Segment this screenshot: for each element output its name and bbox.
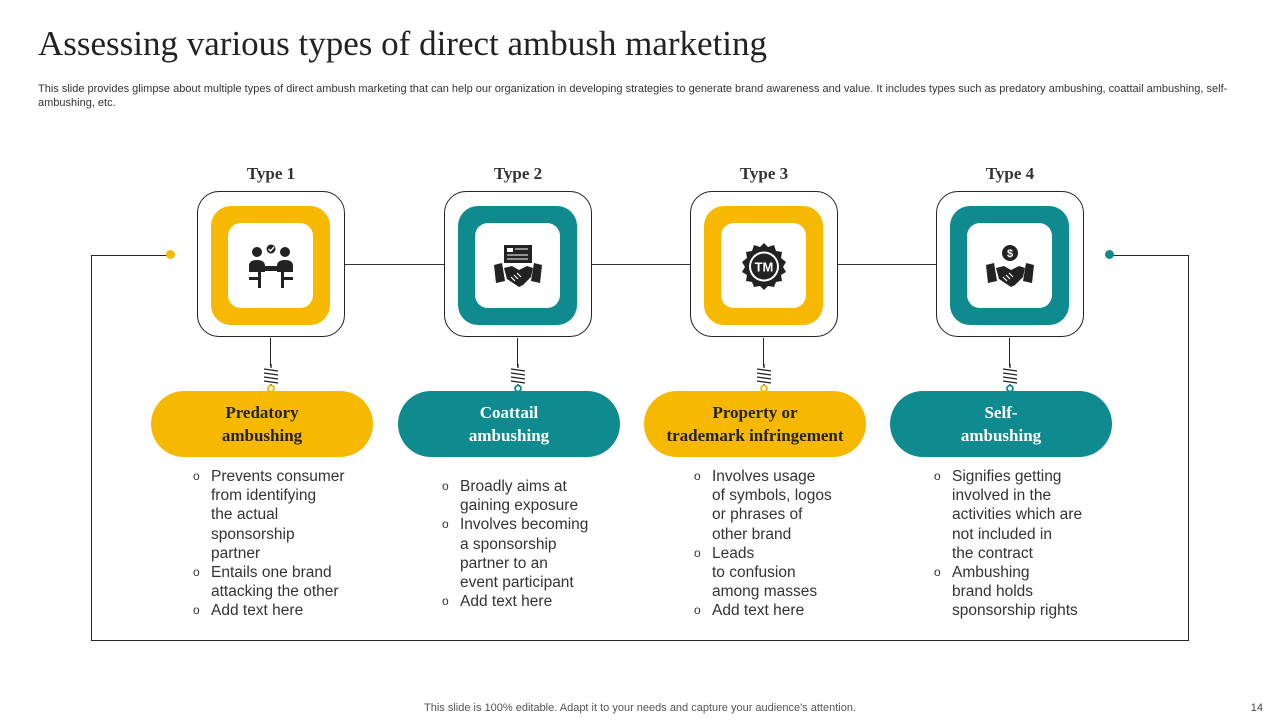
trademark-badge-icon: TM bbox=[741, 242, 786, 290]
bullet-line: to confusion bbox=[712, 564, 796, 582]
type-name-pill: Predatory ambushing bbox=[151, 391, 373, 457]
bullet-line: or phrases of bbox=[712, 506, 803, 524]
tile-color-block bbox=[211, 206, 330, 325]
bullet-line: Involves usage bbox=[712, 468, 816, 485]
right-connector-dot bbox=[1105, 250, 1114, 259]
svg-text:TM: TM bbox=[754, 259, 773, 274]
slide-subtitle: This slide provides glimpse about multip… bbox=[38, 83, 1228, 109]
bullet-item: o Add text here bbox=[193, 601, 345, 620]
bullet-line: Entails one brand bbox=[211, 564, 332, 582]
meeting-table-icon bbox=[248, 244, 293, 288]
bullet-line: among masses bbox=[712, 583, 818, 601]
slide-footer: This slide is 100% editable. Adapt it to… bbox=[424, 702, 856, 714]
type-name-pill: Property or trademark infringement bbox=[644, 391, 866, 457]
bullet-line: Involves becoming bbox=[460, 516, 589, 534]
bullet-line: involved in the bbox=[952, 487, 1052, 505]
spring-connector-icon bbox=[1002, 364, 1018, 392]
bullet-line: partner to an bbox=[460, 554, 548, 572]
bullet-item: o Ambushing brand holds sponsorship righ… bbox=[934, 563, 1082, 621]
bullet-line: Leads bbox=[712, 544, 755, 562]
type-label: Type 4 bbox=[985, 164, 1035, 183]
bullet-line: Add text here bbox=[211, 602, 304, 620]
bullet-item: o Entails one brand attacking the other bbox=[193, 563, 345, 601]
bullet-line: Prevents consumer bbox=[211, 468, 345, 485]
bullet-line: attacking the other bbox=[211, 583, 339, 601]
bullet-item: o Add text here bbox=[694, 601, 832, 620]
bullet-line: sponsorship rights bbox=[952, 602, 1078, 620]
type-tile bbox=[197, 191, 345, 337]
tiles-connector-line bbox=[345, 264, 937, 265]
frame-top-left-line bbox=[91, 255, 170, 256]
tile-stem bbox=[1009, 338, 1010, 366]
bullet-line: from identifying bbox=[211, 487, 317, 505]
spring-connector-icon bbox=[263, 364, 279, 392]
type-label: Type 2 bbox=[493, 164, 543, 183]
handshake-contract-icon bbox=[493, 244, 542, 287]
left-connector-dot bbox=[166, 250, 175, 259]
bullet-line: the contract bbox=[952, 544, 1033, 562]
bullet-item: o Involves usage of symbols, logos or ph… bbox=[694, 468, 832, 543]
type-4-bullets: o Signifies getting involved in the acti… bbox=[934, 467, 1082, 621]
bullet-line: other brand bbox=[712, 525, 792, 543]
tile-stem bbox=[270, 338, 271, 366]
bullet-item: o Prevents consumer from identifying the… bbox=[193, 468, 345, 562]
spring-connector-icon bbox=[756, 364, 772, 392]
bullet-line: Broadly aims at bbox=[460, 478, 567, 495]
bullet-line: brand holds bbox=[952, 583, 1034, 601]
bullet-line: the actual bbox=[211, 506, 279, 524]
spring-connector-icon bbox=[510, 364, 526, 392]
bullet-item: o Involves becoming a sponsorship partne… bbox=[442, 516, 589, 592]
bullet-line: Add text here bbox=[460, 593, 553, 611]
bullet-item: o Add text here bbox=[442, 592, 588, 611]
money-handshake-icon: $ bbox=[985, 244, 1034, 287]
svg-text:$: $ bbox=[1006, 248, 1012, 260]
bullet-line: a sponsorship bbox=[460, 535, 557, 553]
type-tile: $ bbox=[936, 191, 1084, 337]
frame-top-right-line bbox=[1110, 255, 1189, 256]
bullet-line: gaining exposure bbox=[460, 497, 579, 515]
bullet-item: o Leads to confusion among masses bbox=[694, 544, 832, 602]
type-tile: TM bbox=[690, 191, 838, 337]
type-tile bbox=[444, 191, 592, 337]
bullet-line: event participant bbox=[460, 574, 574, 592]
tile-color-block bbox=[458, 206, 577, 325]
page-number: 14 bbox=[1250, 702, 1263, 714]
tile-stem bbox=[517, 338, 518, 366]
bullet-line: of symbols, logos bbox=[712, 487, 832, 505]
tile-stem bbox=[763, 338, 764, 366]
bullet-item: o Broadly aims at gaining exposure bbox=[442, 477, 588, 515]
bullet-line: Ambushing bbox=[952, 564, 1030, 582]
type-1-bullets: o Prevents consumer from identifying the… bbox=[193, 467, 345, 621]
bullet-line: not included in bbox=[952, 525, 1052, 543]
bullet-line: activities which are bbox=[952, 506, 1083, 524]
type-label: Type 3 bbox=[739, 164, 789, 183]
bullet-item: o Signifies getting involved in the acti… bbox=[934, 468, 1083, 562]
bullet-line: Add text here bbox=[712, 602, 805, 620]
bullet-line: partner bbox=[211, 544, 261, 562]
slide-title: Assessing various types of direct ambush… bbox=[38, 24, 768, 63]
type-3-bullets: o Involves usage of symbols, logos or ph… bbox=[694, 467, 832, 621]
connector-frame bbox=[91, 255, 1189, 641]
type-2-bullets: o Broadly aims at gaining exposure o Inv… bbox=[442, 477, 588, 611]
tile-color-block: $ bbox=[950, 206, 1069, 325]
type-name-pill: Self- ambushing bbox=[890, 391, 1112, 457]
type-name-pill: Coattail ambushing bbox=[398, 391, 620, 457]
bullet-line: sponsorship bbox=[211, 525, 295, 543]
tile-color-block: TM bbox=[704, 206, 823, 325]
type-label: Type 1 bbox=[246, 164, 296, 183]
bullet-line: Signifies getting bbox=[952, 468, 1062, 485]
